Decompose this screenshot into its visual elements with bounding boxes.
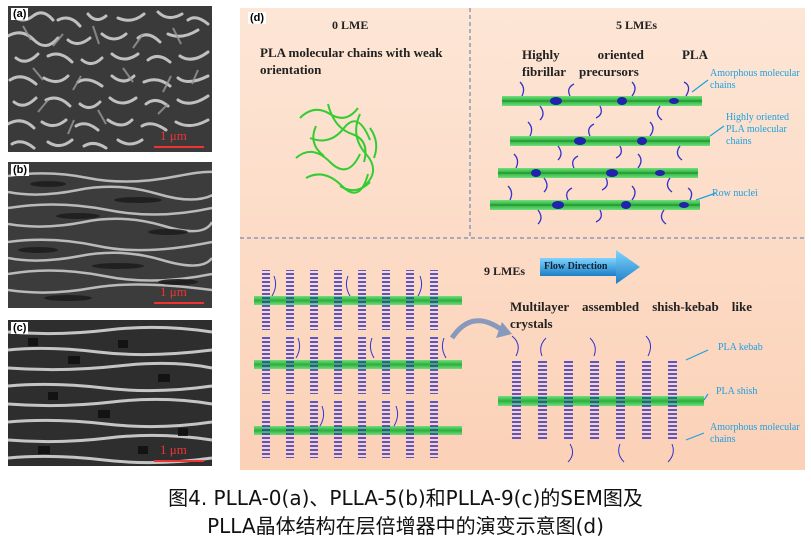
panel-label-a: (a)	[11, 8, 29, 20]
callout-arrows-q3	[685, 349, 709, 441]
q2-description: Highly oriented PLA fibrillar precursors	[522, 47, 708, 79]
kebab-lamellae-left	[262, 270, 438, 458]
q3-title: 9 LMEs	[484, 264, 526, 278]
sem-image-b: (b) 1 μm	[8, 162, 212, 308]
shish-rod-right	[498, 396, 704, 406]
amorphous-chains-right	[511, 335, 674, 463]
row-nuclei	[531, 97, 689, 209]
schematic-drawing	[240, 8, 805, 463]
sem-image-c: (c) 1 μm	[8, 320, 212, 466]
q3-description: Multilayer assembled shish-kebab like cr…	[510, 299, 752, 331]
scale-text-a: 1 μm	[160, 128, 187, 143]
amorphous-chains-left	[271, 275, 447, 427]
flow-direction-arrow	[540, 250, 640, 284]
sem-texture-a	[8, 6, 212, 152]
panel-label-d: (d)	[248, 12, 267, 24]
random-chains	[295, 103, 378, 194]
figure-caption-line1: 图4. PLLA-0(a)、PLLA-5(b)和PLLA-9(c)的SEM图及	[168, 486, 643, 510]
scale-text-b: 1 μm	[160, 284, 187, 299]
callout-arrows-q2	[691, 79, 725, 201]
scale-bar-a	[154, 146, 204, 148]
panel-label-c: (c)	[11, 322, 29, 334]
q2-callout-oriented: Highly oriented PLA molecular chains	[726, 112, 790, 147]
figure-caption-line2: PLLA晶体结构在层倍增器中的演变示意图(d)	[207, 514, 604, 538]
scale-bar-b	[154, 302, 204, 304]
sem-texture-b	[8, 162, 212, 308]
amorphous-chains-q2	[507, 81, 693, 225]
transition-arrowhead	[496, 322, 512, 338]
kebab-lamellae-right	[512, 360, 677, 440]
flow-direction-label: Flow Direction	[544, 261, 608, 272]
fibril-striations	[490, 100, 710, 206]
sem-image-a: (a) 1 μm	[8, 6, 212, 152]
panel-label-b: (b)	[11, 164, 30, 176]
scale-bar-c	[154, 460, 204, 462]
q3-callout-amorphous: Amorphous molecular chains	[710, 422, 800, 445]
q2-title: 5 LMEs	[616, 18, 658, 32]
q3-callout-kebab: PLA kebab	[718, 342, 763, 353]
scale-text-c: 1 μm	[160, 442, 187, 457]
q1-description: PLA molecular chains with weak orientati…	[260, 45, 443, 77]
q2-callout-nuclei: Row nuclei	[712, 188, 758, 199]
q1-title: 0 LME	[332, 18, 369, 32]
transition-arrow	[449, 318, 504, 340]
schematic-panel-d: (d) 0 LME PLA molecular chains with weak…	[240, 8, 805, 470]
sem-texture-c	[8, 320, 212, 466]
q3-callout-shish: PLA shish	[716, 386, 758, 397]
q2-callout-amorphous: Amorphous molecular chains	[710, 68, 800, 91]
